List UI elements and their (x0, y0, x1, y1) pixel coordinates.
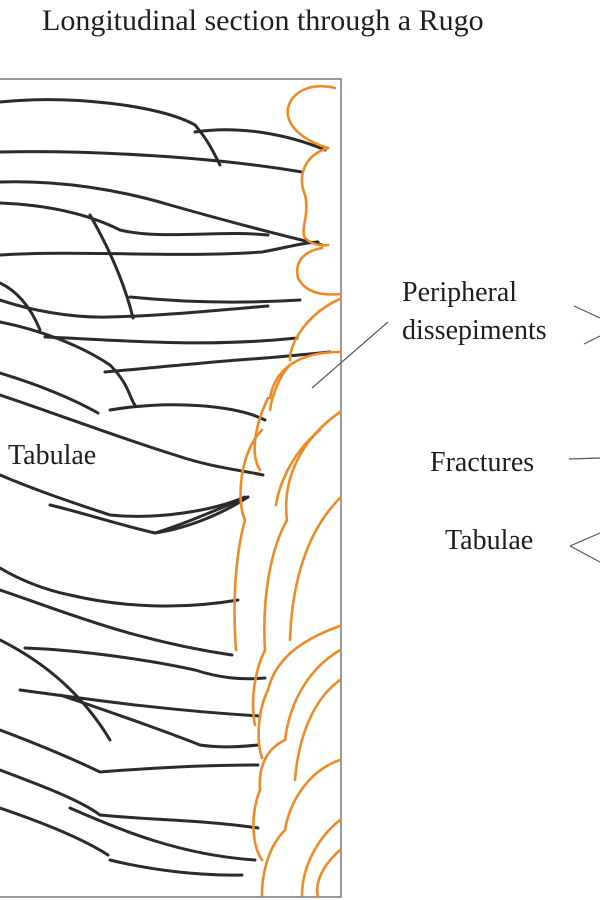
section-frame (0, 78, 342, 898)
peripheral-label-line2: dissepiments (402, 315, 547, 346)
peripheral-dissepiments-label: Peripheral dissepiments (402, 274, 547, 350)
peripheral-label-line1: Peripheral (402, 277, 518, 308)
dissepiment-lines (233, 85, 342, 899)
tabulae-right-label: Tabulae (445, 525, 534, 556)
fractures-label: Fractures (430, 447, 535, 478)
tabulae-left-label: Tabulae (8, 440, 97, 471)
label-leader-lines (311, 305, 600, 563)
figure-title: Longitudinal section through a Rugo (42, 4, 484, 37)
tabulae-lines (0, 98, 332, 877)
